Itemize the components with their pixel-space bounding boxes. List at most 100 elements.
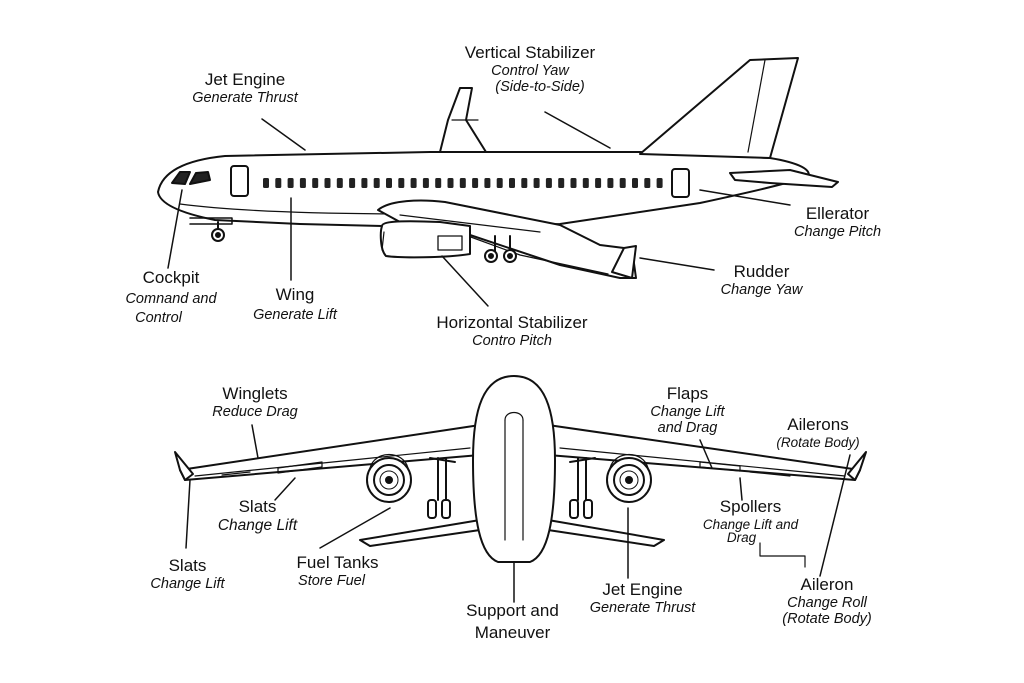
side-view-airplane	[157, 57, 839, 279]
label-title: Slats	[238, 497, 277, 516]
winglet	[611, 245, 637, 279]
front-door	[230, 165, 249, 197]
passenger-window	[472, 178, 479, 188]
label-subtitle: and Drag	[657, 420, 718, 437]
label-subtitle: Control Yaw	[491, 62, 569, 79]
label-subtitle: Control	[135, 310, 182, 327]
passenger-window	[521, 178, 528, 188]
label-subtitle: Contro Pitch	[472, 332, 552, 349]
passenger-window	[570, 178, 577, 188]
label-title: Winglets	[222, 384, 288, 403]
side-jet-engine-label: Jet Engine Generate Thrust	[185, 70, 305, 106]
jet-engine	[379, 220, 471, 259]
label-subtitle: Reduce Drag	[212, 403, 298, 420]
passenger-window	[558, 178, 565, 188]
label-subtitle: (Rotate Body)	[776, 434, 860, 450]
side-leader-lines	[167, 111, 791, 307]
rear-door	[671, 168, 690, 198]
cockpit-window	[189, 171, 211, 185]
label-title: Horizontal Stabilizer	[436, 313, 588, 332]
right-gear-wheel	[569, 499, 579, 519]
passenger-window	[484, 178, 491, 188]
label-title: Flaps	[666, 384, 709, 403]
label-subtitle: Change Lift	[217, 516, 298, 534]
cockpit-label: Cockpit Comnand and Control	[112, 268, 230, 327]
passenger-window	[361, 178, 368, 188]
vertical-stabilizer	[639, 57, 799, 159]
front-horizontal-stabilizer	[359, 519, 481, 547]
passenger-window	[545, 178, 552, 188]
front-leader-lines	[185, 424, 851, 603]
label-subtitle: (Rotate Body)	[782, 611, 872, 628]
passenger-window	[410, 178, 417, 188]
passenger-window	[595, 178, 602, 188]
label-subtitle: Generate Lift	[253, 306, 337, 323]
label-title: Cockpit	[142, 268, 200, 287]
passenger-window	[656, 178, 663, 188]
passenger-window	[275, 178, 282, 188]
label-subtitle: Drag	[726, 530, 757, 546]
label-title: Jet Engine	[602, 580, 683, 599]
passenger-window	[287, 178, 294, 188]
label-title: Rudder	[733, 262, 790, 281]
label-subtitle: Generate Thrust	[192, 89, 298, 106]
passenger-window	[263, 178, 269, 188]
front-fuselage	[472, 375, 556, 563]
label-subtitle: Change Roll	[787, 594, 867, 611]
support-label: Support and Maneuver	[450, 601, 575, 642]
passenger-window	[644, 178, 651, 188]
left-wing	[179, 424, 481, 481]
ailerons-label: Ailerons (Rotate Body)	[762, 415, 874, 450]
right-winglet	[847, 451, 867, 481]
front-view-airplane	[174, 375, 867, 563]
rudder-label: Rudder Change Yaw	[704, 262, 819, 298]
passenger-window	[386, 178, 392, 188]
horizontal-stabilizer-label: Horizontal Stabilizer Contro Pitch	[412, 313, 612, 349]
cockpit-window	[171, 171, 191, 185]
label-title: Slats	[168, 556, 207, 575]
label-subtitle: Generate Thrust	[589, 599, 696, 616]
passenger-window	[459, 178, 466, 188]
vertical-stabilizer-label: Vertical Stabilizer Control Yaw (Side-to…	[445, 43, 615, 96]
aileron-label: Aileron Change Roll (Rotate Body)	[768, 575, 886, 628]
front-jet-engine-label: Jet Engine Generate Thrust	[580, 580, 705, 616]
engine-panel	[437, 235, 463, 251]
label-title: Vertical Stabilizer	[464, 43, 596, 62]
label-subtitle: (Side-to-Side)	[495, 79, 585, 96]
label-title: Jet Engine	[204, 70, 286, 89]
passenger-window	[373, 178, 380, 188]
passenger-window	[312, 178, 319, 188]
passenger-window	[299, 178, 306, 188]
passenger-window	[533, 178, 540, 188]
label-subtitle: Change Lift	[150, 575, 225, 592]
passenger-window	[398, 178, 405, 188]
passenger-window	[496, 178, 503, 188]
spoilers-label: Spollers Change Lift and Drag	[688, 497, 813, 544]
passenger-window	[582, 178, 589, 188]
elevator-label: Ellerator Change Pitch	[780, 204, 895, 240]
passenger-window	[336, 178, 343, 188]
fuel-tanks-label: Fuel Tanks Store Fuel	[275, 553, 400, 589]
label-title: Fuel Tanks	[296, 553, 379, 572]
wing-label: Wing Generate Lift	[240, 285, 350, 323]
label-subtitle: Change Lift	[650, 403, 725, 420]
passenger-window	[447, 178, 454, 188]
label-subtitle: Comnand and	[125, 290, 217, 307]
slats-outer-label: Slats Change Lift	[140, 556, 235, 592]
label-subtitle: Change Yaw	[720, 281, 803, 298]
label-subtitle: Change Pitch	[793, 223, 882, 240]
passenger-window	[632, 178, 638, 188]
elevator	[729, 169, 839, 188]
passenger-window	[607, 178, 614, 188]
label-title: Wing	[275, 285, 315, 304]
flaps-label: Flaps Change Lift and Drag	[635, 384, 740, 437]
label-title: Aileron	[800, 575, 854, 594]
left-gear-wheel	[427, 499, 437, 519]
passenger-window	[619, 178, 626, 188]
passenger-windows	[263, 178, 663, 188]
label-title: Support and	[466, 601, 559, 620]
left-winglet	[174, 451, 194, 481]
label-title: Ailerons	[787, 415, 849, 434]
slats-inner-label: Slats Change Lift	[205, 497, 310, 534]
